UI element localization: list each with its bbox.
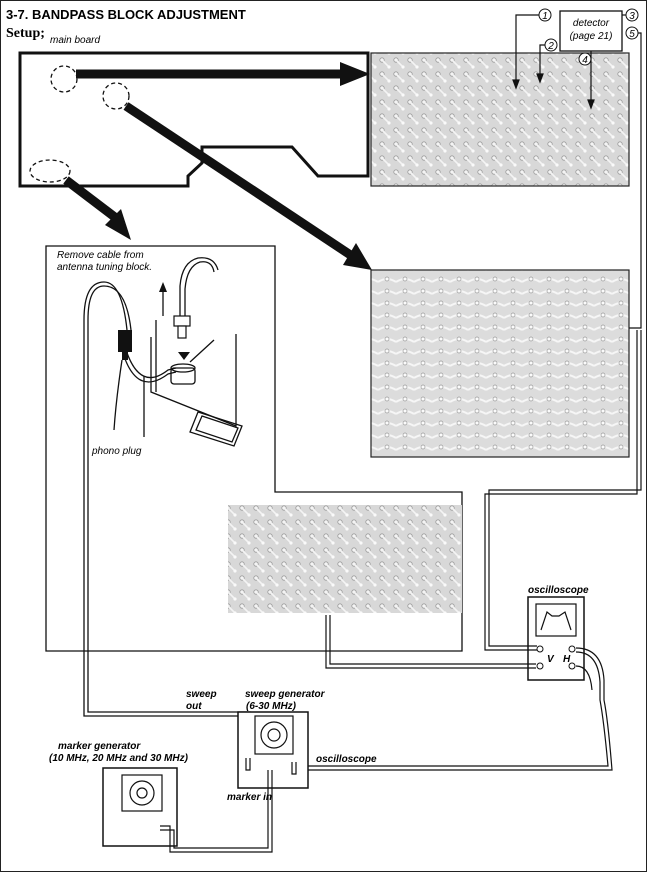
sweep-generator-range: (6-30 MHz) bbox=[246, 701, 297, 712]
marker-in-label: marker in bbox=[227, 792, 272, 803]
board-location-1 bbox=[51, 66, 77, 92]
main-board-label: main board bbox=[50, 35, 100, 46]
test-point-1: 1 bbox=[542, 11, 548, 22]
test-point-2: 2 bbox=[547, 41, 554, 52]
marker-generator-title: marker generator bbox=[58, 741, 141, 752]
pointer-arrows bbox=[66, 62, 372, 270]
setup-label: Setup; bbox=[6, 26, 45, 41]
test-point-3: 3 bbox=[629, 11, 635, 22]
detector-label: detector bbox=[573, 18, 610, 29]
oscilloscope-title: oscilloscope bbox=[528, 585, 589, 596]
oscilloscope-screen bbox=[536, 604, 576, 636]
test-point-5: 5 bbox=[629, 29, 635, 40]
pcb-photo-top bbox=[371, 53, 629, 186]
board-location-2 bbox=[103, 83, 129, 109]
section-title: 3-7. BANDPASS BLOCK ADJUSTMENT bbox=[6, 7, 246, 22]
sweep-out-label-2: out bbox=[186, 701, 202, 712]
inset-caption-2: antenna tuning block. bbox=[57, 262, 152, 273]
pcb-photo-bottom bbox=[228, 505, 462, 613]
marker-generator-freq: (10 MHz, 20 MHz and 30 MHz) bbox=[49, 753, 189, 764]
board-location-3 bbox=[30, 160, 70, 182]
inset-caption-1: Remove cable from bbox=[57, 250, 144, 261]
sweep-generator-title: sweep generator bbox=[245, 689, 326, 700]
test-point-4: 4 bbox=[582, 55, 588, 66]
pcb-photo-middle bbox=[371, 270, 629, 457]
detector-page-label: (page 21) bbox=[570, 31, 613, 42]
phono-plug-label: phono plug bbox=[91, 446, 142, 457]
sweep-out-label-1: sweep bbox=[186, 689, 217, 700]
sweep-oscilloscope-label: oscilloscope bbox=[316, 754, 377, 765]
oscilloscope-h-label: H bbox=[563, 654, 571, 665]
